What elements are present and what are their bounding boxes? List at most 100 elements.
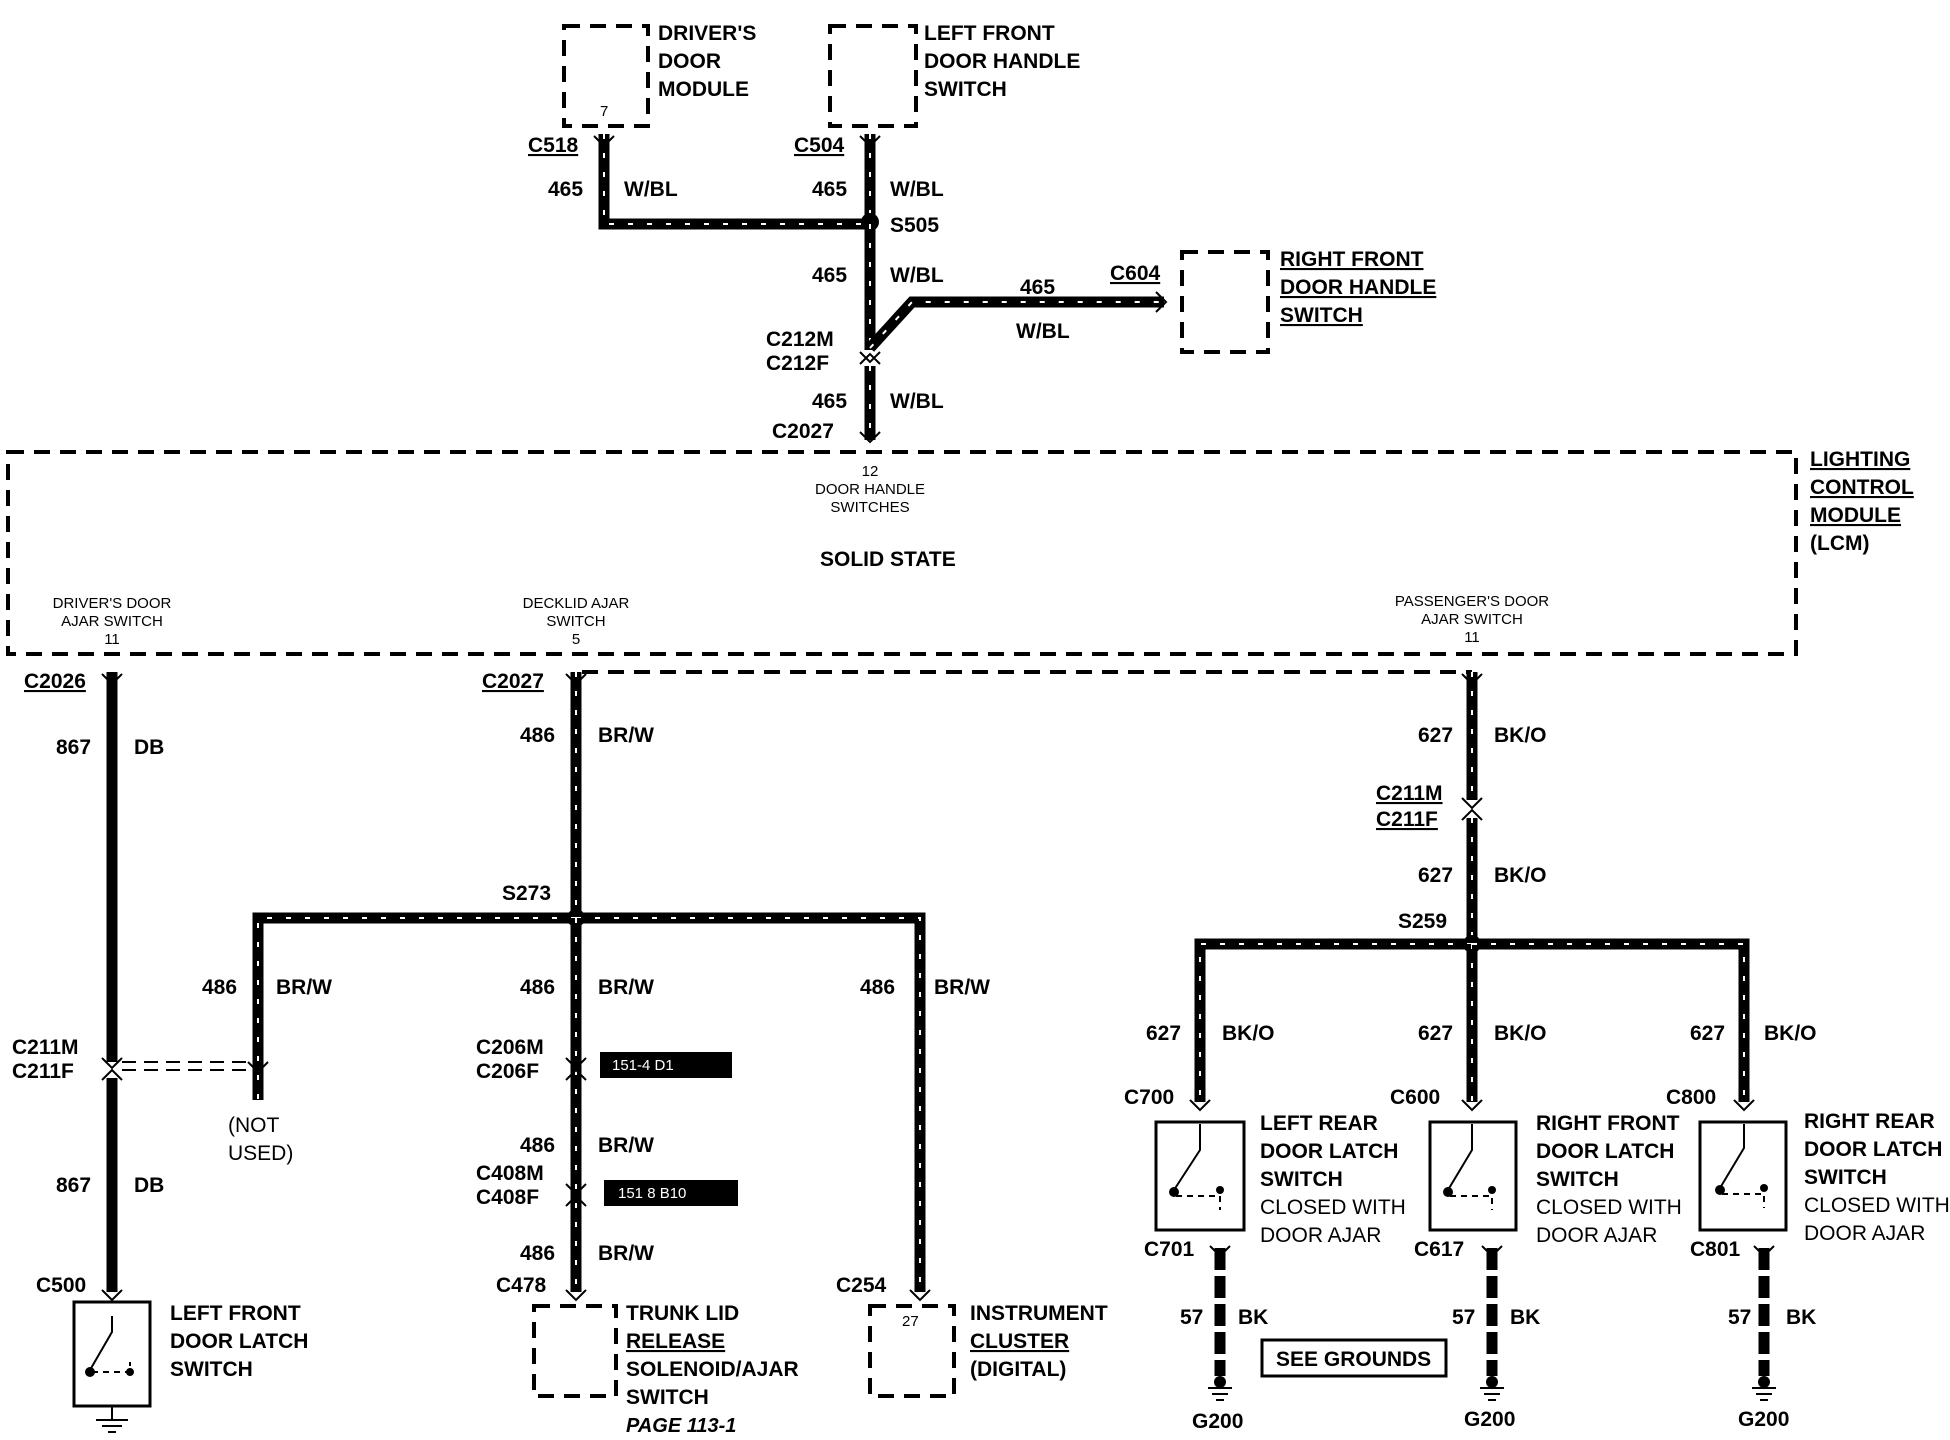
connector-c478: C478: [496, 1274, 547, 1297]
instrument-cluster-label-2: CLUSTER: [970, 1330, 1069, 1353]
connector-c212f: C212F: [766, 352, 829, 375]
lcm-label-3: MODULE: [1810, 504, 1901, 527]
wire-57-center-circuit: 57: [1452, 1306, 1475, 1329]
wire-486-right-color: BR/W: [934, 976, 990, 999]
instrument-cluster-box: [868, 1304, 956, 1398]
connector-c206m: C206M: [476, 1036, 544, 1059]
rf-latch-note-1: CLOSED WITH: [1536, 1196, 1682, 1219]
wire-465-c518-color: W/BL: [624, 178, 678, 201]
connector-c254: C254: [836, 1274, 887, 1297]
lr-door-latch-switch: LEFT REAR DOOR LATCH SWITCH CLOSED WITH …: [1154, 1112, 1406, 1247]
wire-486-right-circuit: 486: [860, 976, 895, 999]
wire-57-right-color: BK: [1786, 1306, 1816, 1329]
wire-627-center-color: BK/O: [1494, 1022, 1547, 1045]
connector-c211m-left: C211M: [12, 1036, 79, 1059]
drivers-door-module-box: [562, 24, 650, 128]
trunk-lid-label-4: SWITCH: [626, 1386, 709, 1409]
wire-627-trunk: [1461, 672, 1483, 944]
rf-door-latch-switch: RIGHT FRONT DOOR LATCH SWITCH CLOSED WIT…: [1428, 1112, 1682, 1247]
wire-57-center-color: BK: [1510, 1306, 1540, 1329]
connector-c212m: C212M: [766, 328, 834, 351]
wire-627-left-color: BK/O: [1222, 1022, 1275, 1045]
connector-c408f: C408F: [476, 1186, 539, 1209]
drivers-door-module-pin: 7: [600, 103, 608, 120]
connector-c604: C604: [1110, 262, 1161, 285]
trunk-lid-label-3: SOLENOID/AJAR: [626, 1358, 799, 1381]
ref-badge-206-text: 151-4 D1: [612, 1057, 674, 1074]
see-grounds-label: SEE GROUNDS: [1276, 1348, 1431, 1371]
trunk-lid-release-solenoid: TRUNK LID RELEASE SOLENOID/AJAR SWITCH P…: [532, 1302, 799, 1437]
rf-latch-label-2: DOOR LATCH: [1536, 1140, 1674, 1163]
wire-465-mid-color: W/BL: [890, 264, 944, 287]
lcm-pin-decklid-ajar-3: 5: [572, 631, 580, 648]
wire-486-top: [565, 670, 1472, 918]
lcm-pin-door-handle-1: 12: [862, 463, 879, 480]
wire-627-right-color: BK/O: [1764, 1022, 1817, 1045]
wire-867-top-color: DB: [134, 736, 164, 759]
ref-badge-408-text: 151 8 B10: [618, 1185, 686, 1202]
trunk-lid-page-ref: PAGE 113-1: [626, 1415, 736, 1437]
wire-627-left-circuit: 627: [1146, 1022, 1181, 1045]
ground-icon-left: [1208, 1387, 1232, 1401]
connector-c801: C801: [1690, 1238, 1741, 1261]
connector-c2026: C2026: [24, 670, 86, 693]
wire-486-left-circuit: 486: [202, 976, 237, 999]
connector-c500: C500: [36, 1274, 86, 1297]
wire-465-lcm-circuit: 465: [812, 390, 847, 413]
connector-c408m: C408M: [476, 1162, 544, 1185]
connector-c800: C800: [1666, 1086, 1716, 1109]
connector-c504: C504: [794, 134, 845, 157]
lcm-pin-drivers-ajar-1: DRIVER'S DOOR: [53, 595, 172, 612]
lf-door-latch-switch-label-2: DOOR LATCH: [170, 1330, 308, 1353]
rf-latch-label-1: RIGHT FRONT: [1536, 1112, 1680, 1135]
drivers-door-module-label-3: MODULE: [658, 78, 749, 101]
trunk-lid-box: [532, 1304, 618, 1398]
rf-latch-label-3: SWITCH: [1536, 1168, 1619, 1191]
rr-latch-label-3: SWITCH: [1804, 1166, 1887, 1189]
connector-c600: C600: [1390, 1086, 1440, 1109]
wire-486-branches: [247, 912, 931, 1302]
ref-badge-408: [604, 1180, 738, 1206]
trunk-lid-label-1: TRUNK LID: [626, 1302, 739, 1325]
ground-icon-center: [1480, 1387, 1504, 1401]
instrument-cluster-label-3: (DIGITAL): [970, 1358, 1066, 1381]
ref-badge-206: [600, 1052, 732, 1078]
connector-c617: C617: [1414, 1238, 1464, 1261]
splice-s259-label: S259: [1398, 910, 1447, 933]
wire-57-left-circuit: 57: [1180, 1306, 1203, 1329]
lcm-label-1: LIGHTING: [1810, 448, 1910, 471]
splice-s505-label: S505: [890, 214, 939, 237]
wire-465-c504-color: W/BL: [890, 178, 944, 201]
ground-symbols: [1208, 1376, 1776, 1401]
ground-g200-right: G200: [1738, 1408, 1789, 1431]
lr-latch-note-2: DOOR AJAR: [1260, 1224, 1381, 1247]
wire-57-grounds: [1209, 1245, 1775, 1376]
rf-door-handle-switch: RIGHT FRONT DOOR HANDLE SWITCH: [1180, 248, 1436, 354]
drivers-door-module-label-2: DOOR: [658, 50, 721, 73]
wire-465-c604: [865, 291, 1168, 352]
wire-465-c604-circuit: 465: [1020, 276, 1055, 299]
rf-door-handle-switch-label-3: SWITCH: [1280, 304, 1363, 327]
see-grounds-box: SEE GROUNDS: [1260, 1338, 1448, 1378]
lcm-solid-state: SOLID STATE: [820, 548, 956, 571]
wire-486-c206-color: BR/W: [598, 1134, 654, 1157]
lf-door-latch-switch: LEFT FRONT DOOR LATCH SWITCH: [72, 1300, 308, 1433]
wire-57-right-circuit: 57: [1728, 1306, 1751, 1329]
instrument-cluster-label-1: INSTRUMENT: [970, 1302, 1108, 1325]
lcm-pin-door-handle-3: SWITCHES: [830, 499, 909, 516]
lf-door-latch-switch-label-1: LEFT FRONT: [170, 1302, 301, 1325]
rf-door-handle-switch-box: [1180, 250, 1270, 354]
lcm-pin-door-handle-2: DOOR HANDLE: [815, 481, 925, 498]
connector-c206f: C206F: [476, 1060, 539, 1083]
wire-627-center-circuit: 627: [1418, 1022, 1453, 1045]
wire-465-c504: [859, 134, 881, 224]
wire-486-top-color: BR/W: [598, 724, 654, 747]
wire-627-mid-color: BK/O: [1494, 864, 1547, 887]
wire-486-center-circuit: 486: [520, 976, 555, 999]
rf-latch-note-2: DOOR AJAR: [1536, 1224, 1657, 1247]
connector-c212-mark: [859, 351, 881, 365]
lf-door-handle-switch-label-2: DOOR HANDLE: [924, 50, 1080, 73]
lf-door-handle-switch-label-1: LEFT FRONT: [924, 22, 1055, 45]
wire-627-right-circuit: 627: [1690, 1022, 1725, 1045]
